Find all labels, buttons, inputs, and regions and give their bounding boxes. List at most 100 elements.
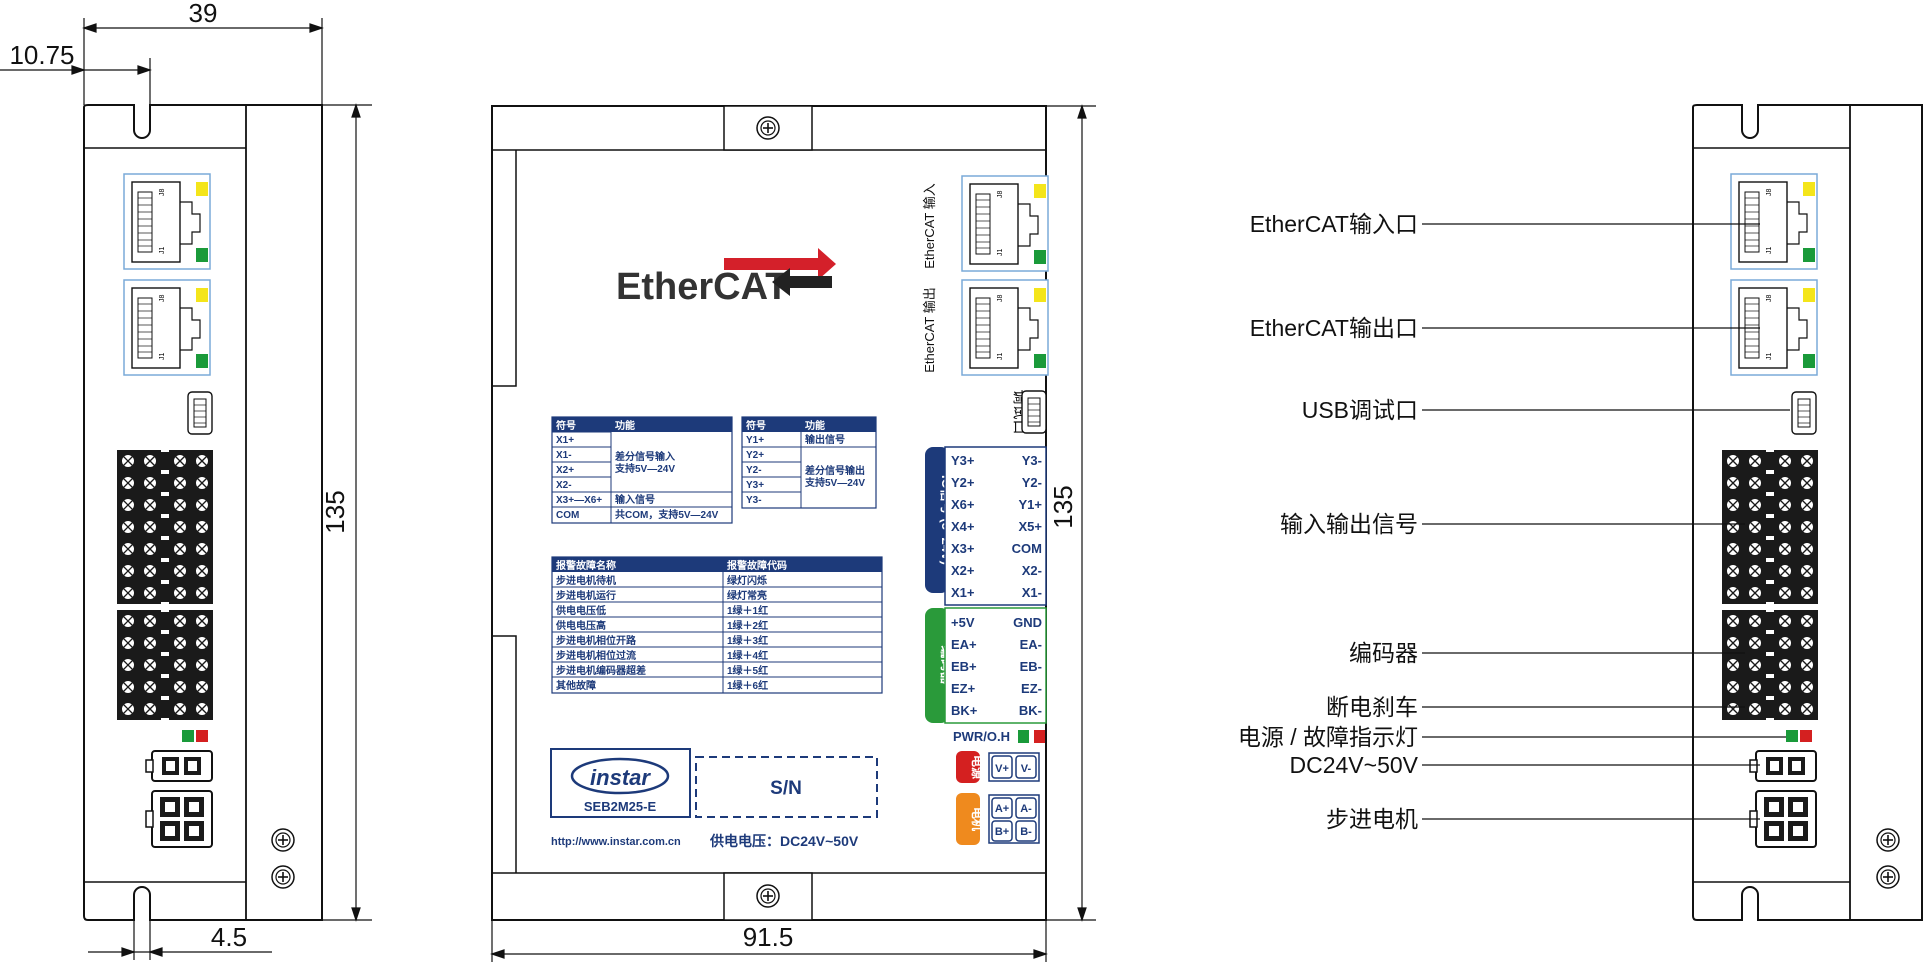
svg-text:BK+: BK+ [951, 703, 978, 718]
svg-text:X1-: X1- [556, 450, 572, 461]
pwr-oh-label: PWR/O.H [953, 729, 1010, 744]
screw-icon [1876, 865, 1900, 889]
power-led-front [1018, 730, 1029, 743]
svg-text:BK-: BK- [1019, 703, 1042, 718]
dim-height-left: 135 [320, 490, 350, 533]
svg-text:EZ+: EZ+ [951, 681, 976, 696]
svg-text:Y1+: Y1+ [1019, 497, 1043, 512]
svg-text:1绿＋4红: 1绿＋4红 [727, 649, 768, 662]
svg-text:B-: B- [1020, 826, 1032, 838]
svg-text:功能: 功能 [805, 419, 825, 432]
svg-text:步进电机相位开路: 步进电机相位开路 [556, 634, 637, 647]
left-dimensions [0, 18, 372, 960]
svg-text:V-: V- [1021, 763, 1032, 775]
svg-text:V+: V+ [995, 763, 1009, 775]
callout-supply-voltage: DC24V~50V [1290, 752, 1419, 778]
svg-text:其他故障: 其他故障 [556, 679, 596, 692]
svg-text:报警故障代码: 报警故障代码 [727, 559, 787, 572]
svg-text:1绿＋5红: 1绿＋5红 [727, 664, 768, 677]
callout-io-signal: 输入输出信号 [1280, 511, 1418, 537]
svg-text:Y2+: Y2+ [951, 475, 975, 490]
sn-box: S/N [695, 756, 878, 818]
input-signal-table: 符号 功能 X1+ X1- X2+ X2- X3+—X6+ COM 差分信号输入… [551, 416, 733, 524]
usb-debug-port [187, 391, 213, 435]
svg-text:X2-: X2- [1022, 563, 1042, 578]
output-signal-table: 符号 功能 Y1+ Y2+ Y2- Y3+ Y3- 输出信号 差分信号输出 支持… [741, 416, 877, 509]
svg-text:报警故障名称: 报警故障名称 [556, 559, 616, 572]
model-number: SEB2M25-E [584, 799, 657, 814]
svg-text:Y3-: Y3- [746, 495, 762, 506]
ethercat-logo: EtherCAT [616, 248, 836, 308]
svg-text:X2-: X2- [556, 480, 572, 491]
supply-voltage: 供电电压：DC24V~50V [709, 833, 859, 849]
callout-leaders [1422, 223, 1790, 820]
svg-text:绿灯常亮: 绿灯常亮 [727, 589, 767, 602]
side-view-left [83, 104, 323, 921]
svg-text:+5V: +5V [951, 615, 975, 630]
svg-text:Y2+: Y2+ [746, 450, 764, 461]
svg-text:X1-: X1- [1022, 585, 1042, 600]
dim-bottom-offset: 4.5 [211, 922, 247, 952]
svg-text:步进电机待机: 步进电机待机 [556, 574, 616, 587]
svg-text:Y1+: Y1+ [746, 435, 764, 446]
callout-encoder: 编码器 [1349, 640, 1418, 666]
svg-text:步进电机编码器超差: 步进电机编码器超差 [556, 664, 646, 677]
svg-text:符号: 符号 [556, 419, 576, 432]
svg-text:X5+: X5+ [1019, 519, 1043, 534]
svg-text:电机: 电机 [970, 807, 985, 831]
usb-debug-port-right [1791, 391, 1817, 435]
website: http://www.instar.com.cn [551, 836, 681, 848]
power-connector [145, 750, 213, 782]
svg-text:COM: COM [556, 510, 579, 521]
svg-text:输入信号: 输入信号 [615, 493, 655, 506]
svg-text:S/N: S/N [770, 778, 802, 799]
svg-text:1绿＋3红: 1绿＋3红 [727, 634, 768, 647]
dim-height-front: 135 [1048, 485, 1078, 528]
power-connector-right [1749, 750, 1817, 782]
motor-terminal: 电机 A+ A- B+ B- [956, 793, 1040, 845]
instar-logo: instar [590, 765, 651, 790]
svg-text:X1+: X1+ [951, 585, 975, 600]
callout-power-fault-led: 电源 / 故障指示灯 [1238, 724, 1418, 750]
svg-text:A+: A+ [995, 803, 1009, 815]
encoder-block: 编码器 +5V EA+ EB+ EZ+ BK+ GND EA- EB- EZ- … [925, 607, 1047, 724]
usb-debug-port-front [1021, 390, 1047, 434]
svg-text:X2+: X2+ [556, 465, 574, 476]
svg-text:B+: B+ [995, 826, 1009, 838]
alarm-table: 报警故障名称 报警故障代码 步进电机待机 绿灯闪烁 步进电机运行 绿灯常亮 供电… [551, 556, 883, 694]
svg-text:差分信号输入: 差分信号输入 [615, 450, 675, 463]
dim-top-width: 39 [189, 0, 218, 28]
svg-text:GND: GND [1013, 615, 1042, 630]
svg-text:功能: 功能 [615, 419, 635, 432]
screw-icon [756, 884, 780, 908]
svg-text:Y2-: Y2- [1022, 475, 1042, 490]
svg-text:供电电压高: 供电电压高 [555, 619, 606, 632]
callout-usb-debug: USB调试口 [1302, 397, 1418, 423]
svg-text:1绿＋1红: 1绿＋1红 [727, 604, 768, 617]
svg-text:EtherCAT: EtherCAT [616, 266, 788, 308]
model-label: instar SEB2M25-E [550, 748, 691, 818]
svg-text:X3+: X3+ [951, 541, 975, 556]
svg-text:支持5V—24V: 支持5V—24V [804, 476, 865, 489]
fault-led-front [1034, 730, 1045, 743]
callout-ethercat-in: EtherCAT输入口 [1250, 211, 1418, 237]
svg-text:供电电压低: 供电电压低 [555, 604, 606, 617]
svg-text:X3+—X6+: X3+—X6+ [556, 495, 602, 506]
svg-text:步进电机运行: 步进电机运行 [556, 589, 616, 602]
svg-text:Y2-: Y2- [746, 465, 762, 476]
svg-text:EA-: EA- [1020, 637, 1042, 652]
dim-front-width: 91.5 [743, 922, 794, 952]
svg-text:COM: COM [1012, 541, 1042, 556]
svg-text:Y3+: Y3+ [951, 453, 975, 468]
screw-icon [271, 828, 295, 852]
svg-text:支持5V—24V: 支持5V—24V [614, 462, 675, 475]
dim-offset: 10.75 [9, 40, 74, 70]
front-dimensions [490, 104, 1096, 962]
svg-text:X1+: X1+ [556, 435, 574, 446]
ethercat-in-port-right [1730, 173, 1818, 270]
callout-ethercat-out: EtherCAT输出口 [1250, 315, 1418, 341]
svg-text:Y3+: Y3+ [746, 480, 764, 491]
svg-text:1绿＋6红: 1绿＋6红 [727, 679, 768, 692]
svg-text:EZ-: EZ- [1021, 681, 1042, 696]
encoder-terminal-block-right [1722, 610, 1818, 720]
